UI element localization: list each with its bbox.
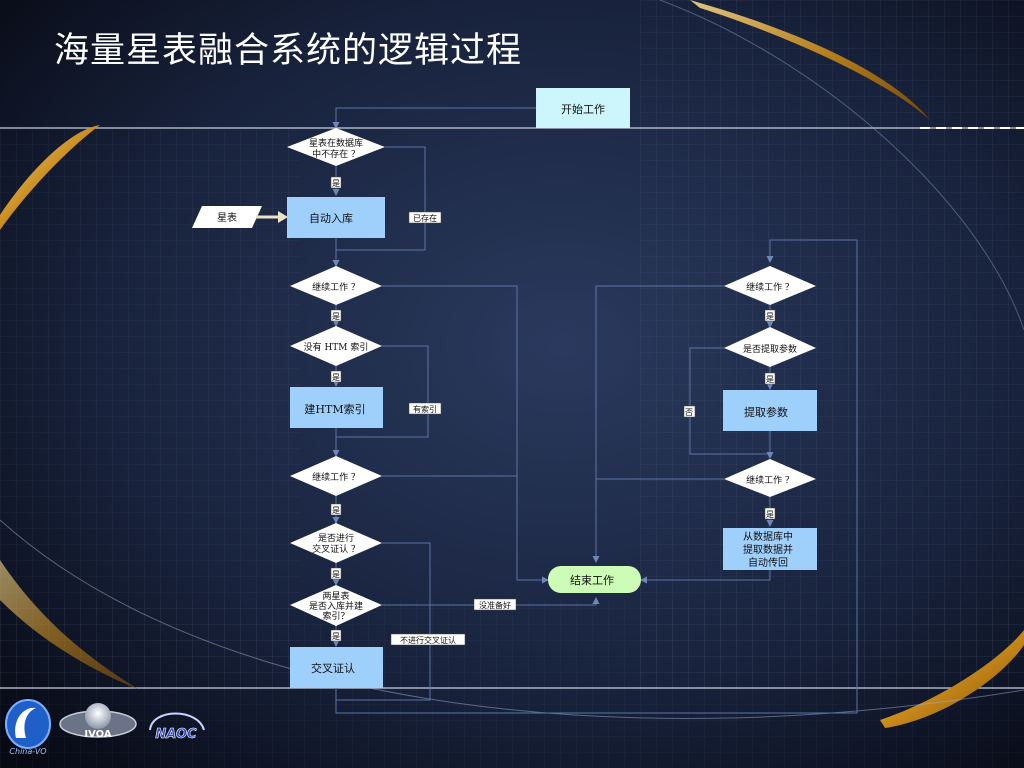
svg-text:是: 是 xyxy=(332,506,340,515)
catalog-input: 星表 xyxy=(192,206,262,228)
edge-label-has-index: 有索引 xyxy=(408,402,442,415)
decision-extract-params: 是否提取参数 xyxy=(724,327,816,367)
svg-text:没有 HTM 索引: 没有 HTM 索引 xyxy=(304,341,369,353)
svg-text:继续工作 ？: 继续工作 ？ xyxy=(746,281,794,293)
svg-text:是: 是 xyxy=(332,373,340,382)
svg-text:是否进行: 是否进行 xyxy=(318,532,354,544)
svg-text:继续工作 ？: 继续工作 ？ xyxy=(312,471,360,483)
svg-text:没准备好: 没准备好 xyxy=(479,600,511,610)
decision-no-htm-index: 没有 HTM 索引 xyxy=(290,326,382,366)
edge-label-yes: 是 xyxy=(330,567,342,580)
build-htm-node: 建HTM索引 xyxy=(290,387,383,428)
svg-text:建HTM索引: 建HTM索引 xyxy=(304,402,365,416)
svg-text:提取参数: 提取参数 xyxy=(744,405,788,419)
edge-label-yes: 是 xyxy=(330,176,342,189)
edge-label-no: 否 xyxy=(683,405,696,418)
svg-text:从数据库中: 从数据库中 xyxy=(743,530,793,543)
edge-label-no-cross-id: 不进行交叉证认 xyxy=(390,633,466,646)
svg-text:是否入库并建: 是否入库并建 xyxy=(309,600,363,612)
svg-text:是: 是 xyxy=(332,570,340,579)
decision-both-catalogs-ready: 两星表 是否入库并建 索引？ xyxy=(290,585,382,626)
start-node: 开始工作 xyxy=(536,88,630,128)
svg-text:否: 否 xyxy=(685,408,693,417)
decision-continue-1: 继续工作 ？ xyxy=(290,266,382,305)
edge-label-yes: 是 xyxy=(330,629,342,642)
logo-strip: China-VO IVOA NAOC xyxy=(5,699,205,756)
svg-text:交叉证认 ？: 交叉证认 ？ xyxy=(312,543,360,555)
svg-text:继续工作 ？: 继续工作 ？ xyxy=(746,474,794,486)
connectors xyxy=(332,107,858,714)
auto-import-node: 自动入库 xyxy=(287,197,385,238)
svg-text:是否提取参数: 是否提取参数 xyxy=(743,343,797,355)
svg-text:是: 是 xyxy=(766,375,774,384)
svg-text:是: 是 xyxy=(332,632,340,641)
svg-text:星表: 星表 xyxy=(217,211,237,224)
ivoa-logo: IVOA xyxy=(59,703,137,740)
svg-text:自动入库: 自动入库 xyxy=(309,212,353,225)
svg-text:开始工作: 开始工作 xyxy=(561,102,605,116)
svg-text:交叉证认: 交叉证认 xyxy=(311,661,355,675)
svg-text:是: 是 xyxy=(332,312,340,321)
svg-text:已存在: 已存在 xyxy=(413,213,437,223)
decision-catalog-exists: 星表在数据库 中不存在 ？ xyxy=(287,128,385,166)
svg-text:两星表: 两星表 xyxy=(322,590,349,602)
extract-params-node: 提取参数 xyxy=(723,390,817,431)
svg-text:星表在数据库: 星表在数据库 xyxy=(309,137,363,149)
china-vo-logo: China-VO xyxy=(5,699,51,756)
svg-text:提取数据并: 提取数据并 xyxy=(743,543,793,556)
svg-text:是: 是 xyxy=(766,312,774,321)
svg-text:是: 是 xyxy=(332,179,340,188)
svg-text:有索引: 有索引 xyxy=(413,404,437,414)
decision-continue-2: 继续工作 ？ xyxy=(290,456,382,496)
svg-text:继续工作 ？: 继续工作 ？ xyxy=(312,281,360,293)
input-arrow-icon xyxy=(256,211,288,223)
svg-text:索引？: 索引？ xyxy=(322,610,349,622)
edge-label-already-exists: 已存在 xyxy=(408,211,442,224)
slide-title: 海量星表融合系统的逻辑过程 xyxy=(54,31,523,71)
edge-label-yes: 是 xyxy=(764,372,776,385)
naoc-logo: NAOC xyxy=(149,712,205,742)
svg-text:China-VO: China-VO xyxy=(9,747,46,756)
svg-text:是: 是 xyxy=(766,510,774,519)
edge-label-yes: 是 xyxy=(764,507,776,520)
edge-label-yes: 是 xyxy=(764,309,776,322)
svg-text:自动传回: 自动传回 xyxy=(748,556,788,569)
edge-label-yes: 是 xyxy=(330,370,342,383)
extract-return-node: 从数据库中 提取数据并 自动传回 xyxy=(723,528,817,570)
decision-cross-id: 是否进行 交叉证认 ？ xyxy=(290,523,382,563)
decision-continue-right-2: 继续工作 ？ xyxy=(724,459,816,497)
svg-text:IVOA: IVOA xyxy=(84,729,112,740)
svg-text:不进行交叉证认: 不进行交叉证认 xyxy=(400,635,456,645)
end-node: 结束工作 xyxy=(548,566,641,593)
edge-label-yes: 是 xyxy=(330,503,342,516)
edge-labels: 是 已存在 是 是 有索引 是 是 没准备好 xyxy=(330,176,776,646)
edge-label-not-ready: 没准备好 xyxy=(473,598,517,611)
svg-text:中不存在 ？: 中不存在 ？ xyxy=(312,148,360,160)
svg-text:结束工作: 结束工作 xyxy=(570,574,614,587)
svg-text:NAOC: NAOC xyxy=(155,727,197,742)
decision-continue-right-1: 继续工作 ？ xyxy=(724,266,816,305)
edge-label-yes: 是 xyxy=(330,309,342,322)
cross-id-node: 交叉证认 xyxy=(290,647,383,688)
